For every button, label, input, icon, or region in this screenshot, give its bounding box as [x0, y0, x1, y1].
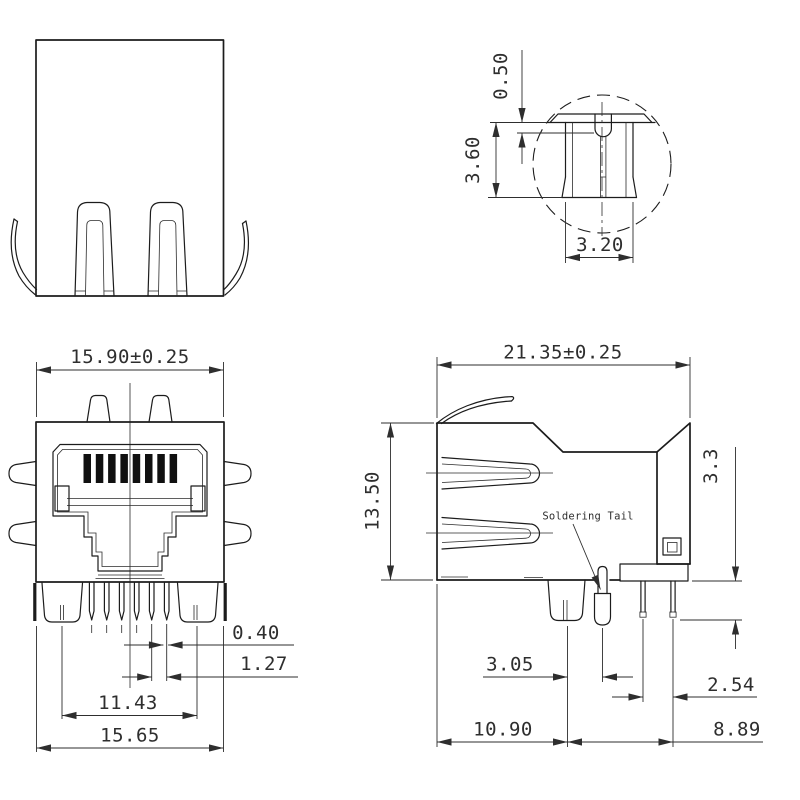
dim-leg-span: 11.43 — [62, 692, 197, 720]
latch-prongs — [74, 201, 188, 297]
side-shield-leg — [547, 579, 586, 622]
spring-contacts — [426, 456, 553, 550]
dim-depth-text: 21.35±0.25 — [503, 342, 622, 364]
tail-upper — [597, 565, 608, 595]
front-view: 15.90±0.25 — [8, 346, 298, 752]
tail-hatched — [593, 592, 612, 626]
latch-window-left — [54, 485, 70, 512]
dim-leg-to-pin: 8.89 — [567, 719, 763, 746]
dim-depth: 21.35±0.25 — [436, 342, 691, 418]
dim-post-width: 3.20 — [565, 202, 634, 263]
dim-post-height-text: 3.60 — [462, 136, 484, 184]
contact-blades — [83, 454, 178, 483]
soldering-tail: Soldering Tail — [542, 511, 633, 626]
side-hooks — [10, 218, 250, 296]
dim-overall-width-text: 15.65 — [100, 725, 160, 747]
dim-pin-length-text: 3.3 — [700, 448, 722, 484]
keyway-lines — [95, 574, 165, 579]
side-extension-lines — [381, 422, 742, 747]
detail-square-outer — [662, 537, 682, 556]
soldering-tail-label: Soldering Tail — [542, 511, 633, 523]
dim-leg-to-tail-text: 3.05 — [486, 654, 534, 676]
side-pins — [639, 580, 677, 618]
ground-finger — [435, 396, 515, 425]
dim-pin-width-text: 0.40 — [232, 622, 280, 644]
top-left-view — [10, 39, 250, 297]
side-view: 21.35±0.25 — [362, 342, 763, 747]
left-hook-outer — [10, 218, 36, 296]
front-body — [35, 421, 225, 583]
dim-pin-width: 0.40 — [124, 622, 294, 649]
dim-pin-length: 3.3 — [700, 447, 740, 649]
latch-window-right — [190, 485, 206, 512]
pin-ledge — [619, 563, 689, 582]
post-profile — [546, 102, 656, 236]
spring-centerlines — [426, 472, 553, 534]
keyhole-slot — [594, 113, 612, 138]
top-boss-right — [148, 394, 173, 423]
housing-outline — [35, 39, 225, 297]
dim-flange-offset: 0.50 — [490, 50, 594, 164]
right-hook-outer — [224, 220, 250, 296]
dim-overall-width: 15.65 — [36, 725, 224, 752]
dim-leg-to-pin-text: 8.89 — [713, 719, 761, 741]
dim-pin-pitch-text: 1.27 — [240, 653, 288, 675]
side-outline — [436, 422, 691, 582]
dim-pin-spacing-text: 2.54 — [707, 674, 755, 696]
left-hook-inner — [14, 220, 38, 291]
jack-aperture — [52, 443, 208, 579]
aperture-outer — [52, 443, 208, 572]
dim-post-width-text: 3.20 — [576, 234, 624, 256]
slot-channel — [600, 136, 607, 197]
detail-view: 0.50 3.60 3.20 — [462, 50, 672, 263]
dim-front-width: 15.90±0.25 — [36, 346, 224, 417]
dim-leg-to-tail: 3.05 — [483, 654, 633, 681]
dim-front-width-text: 15.90±0.25 — [70, 346, 189, 368]
pin-center-dashes — [91, 625, 138, 633]
dim-height: 13.50 — [362, 423, 395, 580]
dim-leg-span-text: 11.43 — [98, 692, 158, 714]
aperture-inner — [57, 449, 203, 567]
bottom-tabs — [441, 576, 543, 578]
front-extension-lines — [36, 624, 224, 752]
right-hook-inner — [222, 222, 245, 291]
dim-post-height: 3.60 — [462, 122, 562, 198]
tail-leader — [572, 523, 601, 590]
front-shield-legs — [33, 582, 227, 623]
side-wings — [8, 460, 252, 547]
front-pins — [88, 582, 170, 633]
dim-pin-pitch: 1.27 — [122, 653, 298, 681]
contact-bar — [67, 498, 193, 506]
detail-square-inner — [667, 542, 678, 553]
dim-flange-offset-text: 0.50 — [490, 52, 512, 100]
dim-front-to-leg: 10.90 — [437, 719, 568, 746]
flange-top — [549, 113, 653, 124]
dim-front-to-leg-text: 10.90 — [473, 719, 533, 741]
dim-height-text: 13.50 — [362, 471, 384, 531]
dim-pin-spacing: 2.54 — [612, 674, 757, 701]
top-boss-left — [86, 394, 111, 423]
